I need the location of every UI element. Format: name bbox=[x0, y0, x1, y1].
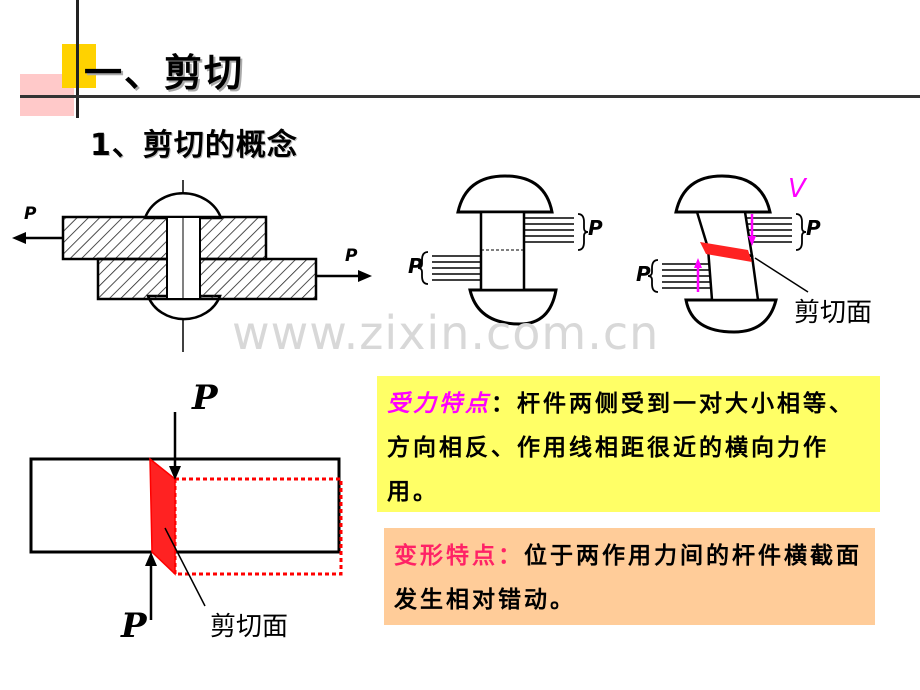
force-characteristics-heading: 受力特点 bbox=[387, 391, 491, 417]
force-label-p-deformed-left: P bbox=[636, 262, 651, 286]
force-label-p-left: P bbox=[24, 204, 37, 224]
force-characteristics-text: 受力特点：杆件两侧受到一对大小相等、方向相反、作用线相距很近的横向力作用。 bbox=[387, 382, 872, 514]
deformation-characteristics-heading: 变形特点： bbox=[394, 543, 524, 569]
title-underline-rule bbox=[20, 95, 920, 98]
force-characteristics-box: 受力特点：杆件两侧受到一对大小相等、方向相反、作用线相距很近的横向力作用。 bbox=[377, 376, 880, 512]
deformation-characteristics-body: 位于两作用力间的杆件横截面发生相对错动。 bbox=[394, 543, 862, 613]
force-label-p-rivet-left: P bbox=[408, 254, 423, 278]
subtitle: 1、剪切的概念 bbox=[90, 128, 298, 163]
shear-plane-label-top: 剪切面 bbox=[794, 298, 873, 328]
force-characteristics-colon: ： bbox=[491, 391, 517, 417]
force-label-p-deformed-right: P bbox=[806, 216, 821, 240]
watermark: www.zixin.com.cn bbox=[232, 306, 660, 360]
force-characteristics-body: 杆件两侧受到一对大小相等、方向相反、作用线相距很近的横向力作用。 bbox=[387, 391, 855, 505]
force-label-p-top: P bbox=[192, 378, 218, 418]
shear-plane-label-bottom: 剪切面 bbox=[210, 612, 289, 642]
force-label-p-rivet-right: P bbox=[588, 216, 603, 240]
velocity-label: V bbox=[788, 174, 806, 204]
force-label-p-bottom: P bbox=[121, 606, 147, 646]
deformation-characteristics-box: 变形特点：位于两作用力间的杆件横截面发生相对错动。 bbox=[384, 528, 875, 625]
section-title: 一、剪切 bbox=[84, 51, 245, 95]
deformation-characteristics-text: 变形特点：位于两作用力间的杆件横截面发生相对错动。 bbox=[394, 534, 867, 622]
rivet-joint-diagram bbox=[12, 174, 809, 352]
force-label-p-right: P bbox=[345, 246, 358, 266]
corner-vertical-rule bbox=[76, 0, 79, 118]
corner-decoration-yellow bbox=[62, 44, 96, 88]
